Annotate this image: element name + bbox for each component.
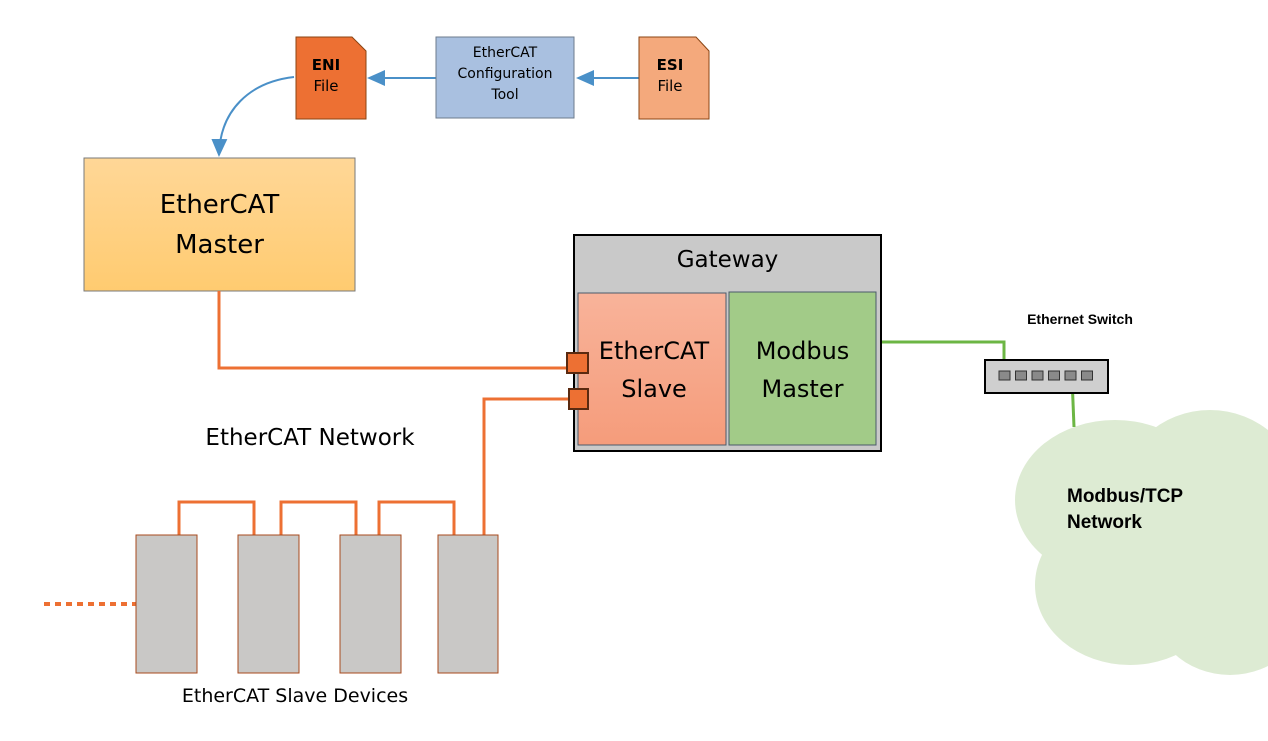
config-tool-label: EtherCAT Configuration Tool: [436, 43, 574, 106]
slave-to-devices-line: [482, 397, 570, 535]
slave-device-1: [135, 534, 198, 674]
master-box: [83, 157, 356, 292]
slave-devices-label: EtherCAT Slave Devices: [181, 685, 409, 707]
switch-port: [1015, 370, 1027, 381]
esi-subtitle: File: [657, 77, 683, 95]
device-link-3: [377, 500, 456, 535]
switch-port: [1031, 370, 1044, 381]
switch-port: [1081, 370, 1093, 381]
eni-subtitle: File: [313, 77, 339, 95]
gateway-title: Gateway: [676, 247, 779, 273]
switch-port: [1048, 370, 1060, 381]
eni-file-shape: [295, 36, 367, 120]
modbus-line1: Modbus: [755, 337, 850, 365]
slave-device-3: [339, 534, 402, 674]
device-link-2: [279, 500, 358, 535]
cloud-label: Modbus/TCP Network: [1067, 484, 1183, 536]
slave-line1: EtherCAT: [598, 337, 710, 365]
slave-device-2: [237, 534, 300, 674]
esi-file-shape: [638, 36, 710, 120]
config-tool-line1: EtherCAT: [472, 45, 538, 61]
modbus-line2: Master: [761, 375, 844, 403]
arrow-eni-to-master: [211, 76, 295, 157]
master-line2: Master: [175, 230, 264, 260]
config-tool-box: [435, 36, 575, 119]
slave-device-4: [437, 534, 499, 674]
switch-ports: [998, 370, 1093, 381]
esi-file-label: ESI File: [639, 55, 701, 97]
ethercat-slave-box: [577, 292, 727, 446]
switch-label: Ethernet Switch: [1027, 311, 1133, 327]
cloud-line1: Modbus/TCP: [1067, 486, 1184, 507]
switch-port: [1064, 370, 1077, 381]
config-tool-line3: Tool: [491, 87, 519, 103]
master-to-slave-line: [217, 291, 568, 370]
modbus-master-box: [728, 291, 877, 446]
modbus-label: Modbus Master: [729, 332, 876, 408]
config-tool-line2: Configuration: [457, 66, 553, 82]
master-line1: EtherCAT: [159, 190, 280, 220]
eni-title: ENI: [311, 56, 341, 74]
modbus-tcp-cloud: [1015, 410, 1268, 675]
cloud-line2: Network: [1067, 512, 1142, 533]
switch-port: [998, 370, 1011, 381]
esi-title: ESI: [656, 56, 684, 74]
slave-line2: Slave: [621, 375, 687, 403]
slave-label: EtherCAT Slave: [578, 332, 730, 408]
ethercat-port-out: [568, 388, 589, 410]
master-label: EtherCAT Master: [84, 185, 355, 265]
device-link-1: [177, 500, 256, 535]
ethercat-port-in: [566, 352, 589, 374]
network-label: EtherCAT Network: [205, 425, 415, 451]
eni-file-label: ENI File: [296, 55, 356, 97]
